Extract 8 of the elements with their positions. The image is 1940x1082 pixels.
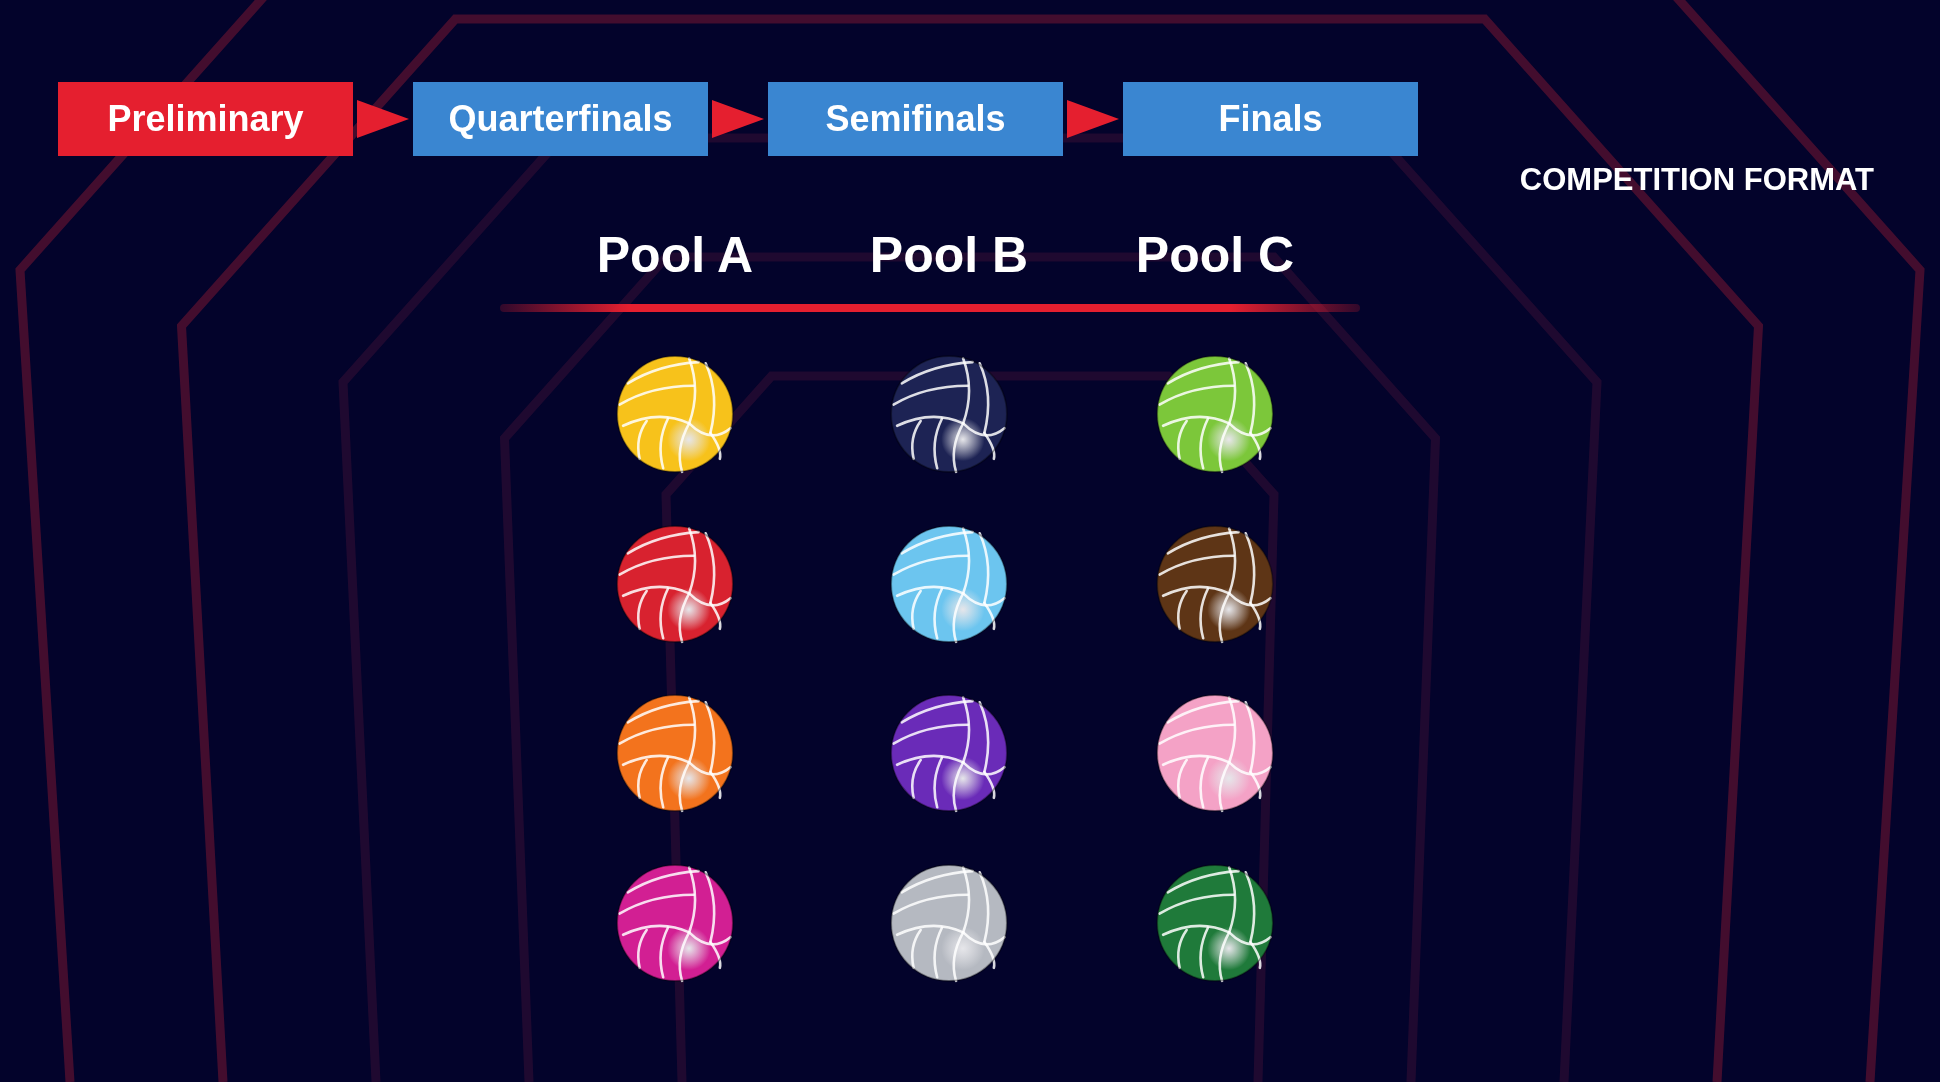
stage-box: Semifinals xyxy=(768,82,1063,156)
pool-heading: Pool C xyxy=(1135,226,1295,284)
pool-heading: Pool A xyxy=(596,226,754,284)
pool-heading: Pool B xyxy=(869,226,1029,284)
stage-box: Finals xyxy=(1123,82,1418,156)
heading: COMPETITION FORMAT xyxy=(1519,162,1874,198)
stage-box: Quarterfinals xyxy=(413,82,708,156)
stage-box: Preliminary xyxy=(58,82,353,156)
